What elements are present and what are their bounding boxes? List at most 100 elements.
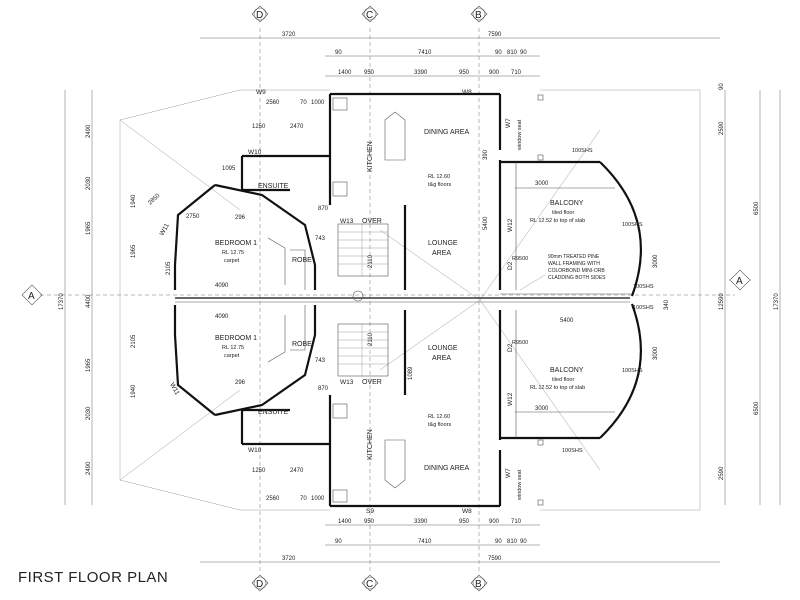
grid-bubble-d-bottom: D: [251, 574, 269, 592]
svg-text:7410: 7410: [418, 50, 432, 56]
svg-text:W12: W12: [507, 392, 514, 406]
svg-text:D: D: [256, 10, 263, 21]
svg-text:B: B: [475, 579, 482, 590]
svg-text:D2: D2: [507, 261, 514, 270]
svg-text:W13: W13: [340, 218, 354, 225]
svg-text:6500: 6500: [754, 401, 760, 415]
balcony-side-labels: 100SHS 100SHS 3000 3000: [633, 254, 659, 360]
svg-text:C: C: [366, 10, 373, 21]
svg-text:3390: 3390: [414, 70, 428, 76]
svg-text:3720: 3720: [282, 32, 296, 38]
svg-text:W10: W10: [248, 149, 262, 156]
svg-text:100SHS: 100SHS: [622, 368, 643, 374]
svg-text:S9: S9: [366, 508, 374, 515]
svg-text:OVER: OVER: [362, 379, 382, 386]
svg-text:OVER: OVER: [362, 218, 382, 225]
svg-text:1400: 1400: [338, 70, 352, 76]
svg-text:RL 12.60: RL 12.60: [428, 174, 450, 180]
svg-text:2470: 2470: [290, 124, 304, 130]
svg-text:743: 743: [315, 236, 326, 242]
svg-text:90mm TREATED PINE: 90mm TREATED PINE: [548, 254, 600, 260]
svg-text:900: 900: [489, 70, 500, 76]
svg-text:17370: 17370: [59, 293, 65, 310]
svg-text:BEDROOM 1: BEDROOM 1: [215, 240, 257, 247]
svg-text:R9500: R9500: [512, 256, 528, 262]
svg-text:710: 710: [511, 519, 522, 525]
svg-text:1095: 1095: [222, 166, 236, 172]
lower-unit-walls: [173, 303, 642, 508]
svg-text:W9: W9: [256, 89, 266, 96]
svg-text:2750: 2750: [186, 214, 200, 220]
svg-text:340: 340: [664, 299, 670, 310]
grid-bubble-a-left: A: [21, 284, 43, 306]
svg-text:100SHS: 100SHS: [622, 222, 643, 228]
svg-text:W8: W8: [462, 508, 472, 515]
svg-text:4400: 4400: [86, 294, 92, 308]
svg-text:window seat: window seat: [517, 469, 523, 501]
svg-text:6500: 6500: [754, 201, 760, 215]
svg-text:5400: 5400: [483, 216, 489, 230]
grid-bubble-b-bottom: B: [470, 574, 488, 592]
svg-text:1965: 1965: [86, 358, 92, 372]
svg-text:W7: W7: [505, 118, 512, 128]
svg-text:W13: W13: [340, 379, 354, 386]
svg-text:296: 296: [235, 215, 246, 221]
svg-text:carpet: carpet: [224, 258, 240, 264]
svg-text:7590: 7590: [488, 32, 502, 38]
svg-text:tiled floor: tiled floor: [552, 210, 574, 216]
svg-text:2470: 2470: [290, 468, 304, 474]
left-dimensions: 2490 2030 1965 4400 1965 2030 2490 17370: [59, 90, 93, 505]
grid-bubble-c-top: C: [361, 5, 379, 23]
svg-text:2110: 2110: [368, 332, 374, 346]
svg-text:12590: 12590: [719, 293, 725, 310]
svg-text:W8: W8: [462, 89, 472, 96]
svg-text:90: 90: [335, 539, 342, 545]
svg-text:BEDROOM 1: BEDROOM 1: [215, 335, 257, 342]
svg-text:810: 810: [507, 539, 518, 545]
svg-text:4090: 4090: [215, 283, 229, 289]
svg-text:KITCHEN: KITCHEN: [367, 429, 374, 460]
svg-text:RL 12.52 to top of slab: RL 12.52 to top of slab: [530, 218, 585, 224]
svg-text:90: 90: [719, 83, 725, 90]
svg-text:W11: W11: [159, 222, 171, 237]
svg-text:window seat: window seat: [517, 119, 523, 151]
svg-text:950: 950: [459, 70, 470, 76]
top-dimensions: 3720 7590 90 7410 90 810 90 1400 950 339…: [200, 32, 720, 77]
svg-text:2850: 2850: [147, 193, 161, 207]
svg-text:DINING AREA: DINING AREA: [424, 129, 469, 136]
svg-text:743: 743: [315, 358, 326, 364]
svg-text:17370: 17370: [774, 293, 780, 310]
svg-text:LOUNGE: LOUNGE: [428, 240, 458, 247]
svg-text:90: 90: [495, 50, 502, 56]
svg-text:100SHS: 100SHS: [572, 148, 593, 154]
svg-text:100SHS: 100SHS: [633, 305, 654, 311]
svg-text:870: 870: [318, 386, 329, 392]
svg-text:KITCHEN: KITCHEN: [367, 141, 374, 172]
svg-text:RL 12.75: RL 12.75: [222, 250, 244, 256]
grid-bubble-a-right: A: [729, 269, 751, 291]
svg-text:950: 950: [459, 519, 470, 525]
drawing-title: FIRST FLOOR PLAN: [18, 569, 168, 586]
svg-text:LOUNGE: LOUNGE: [428, 345, 458, 352]
svg-text:1250: 1250: [252, 468, 266, 474]
framing-note: 90mm TREATED PINE WALL FRAMING WITH COLO…: [519, 254, 606, 291]
svg-text:ENSUITE: ENSUITE: [258, 183, 289, 190]
svg-text:RL 12.60: RL 12.60: [428, 414, 450, 420]
svg-text:2030: 2030: [86, 406, 92, 420]
svg-text:1089: 1089: [408, 366, 414, 380]
party-wall: [175, 290, 630, 303]
right-dimensions: 2590 6500 12590 17370 6500 2590 340 90: [664, 83, 781, 505]
svg-text:90: 90: [520, 50, 527, 56]
svg-text:tiled floor: tiled floor: [552, 377, 574, 383]
svg-text:W12: W12: [507, 218, 514, 232]
svg-text:810: 810: [507, 50, 518, 56]
grid-bubble-b-top: B: [470, 5, 488, 23]
svg-text:CLADDING BOTH SIDES: CLADDING BOTH SIDES: [548, 275, 606, 281]
svg-text:DINING AREA: DINING AREA: [424, 465, 469, 472]
svg-text:2110: 2110: [368, 254, 374, 268]
upper-unit-labels: 2560 70 1000 1250 2470 1095 2750 4090 29…: [131, 89, 643, 289]
svg-text:2590: 2590: [719, 121, 725, 135]
svg-text:3000: 3000: [535, 406, 549, 412]
svg-text:2490: 2490: [86, 124, 92, 138]
